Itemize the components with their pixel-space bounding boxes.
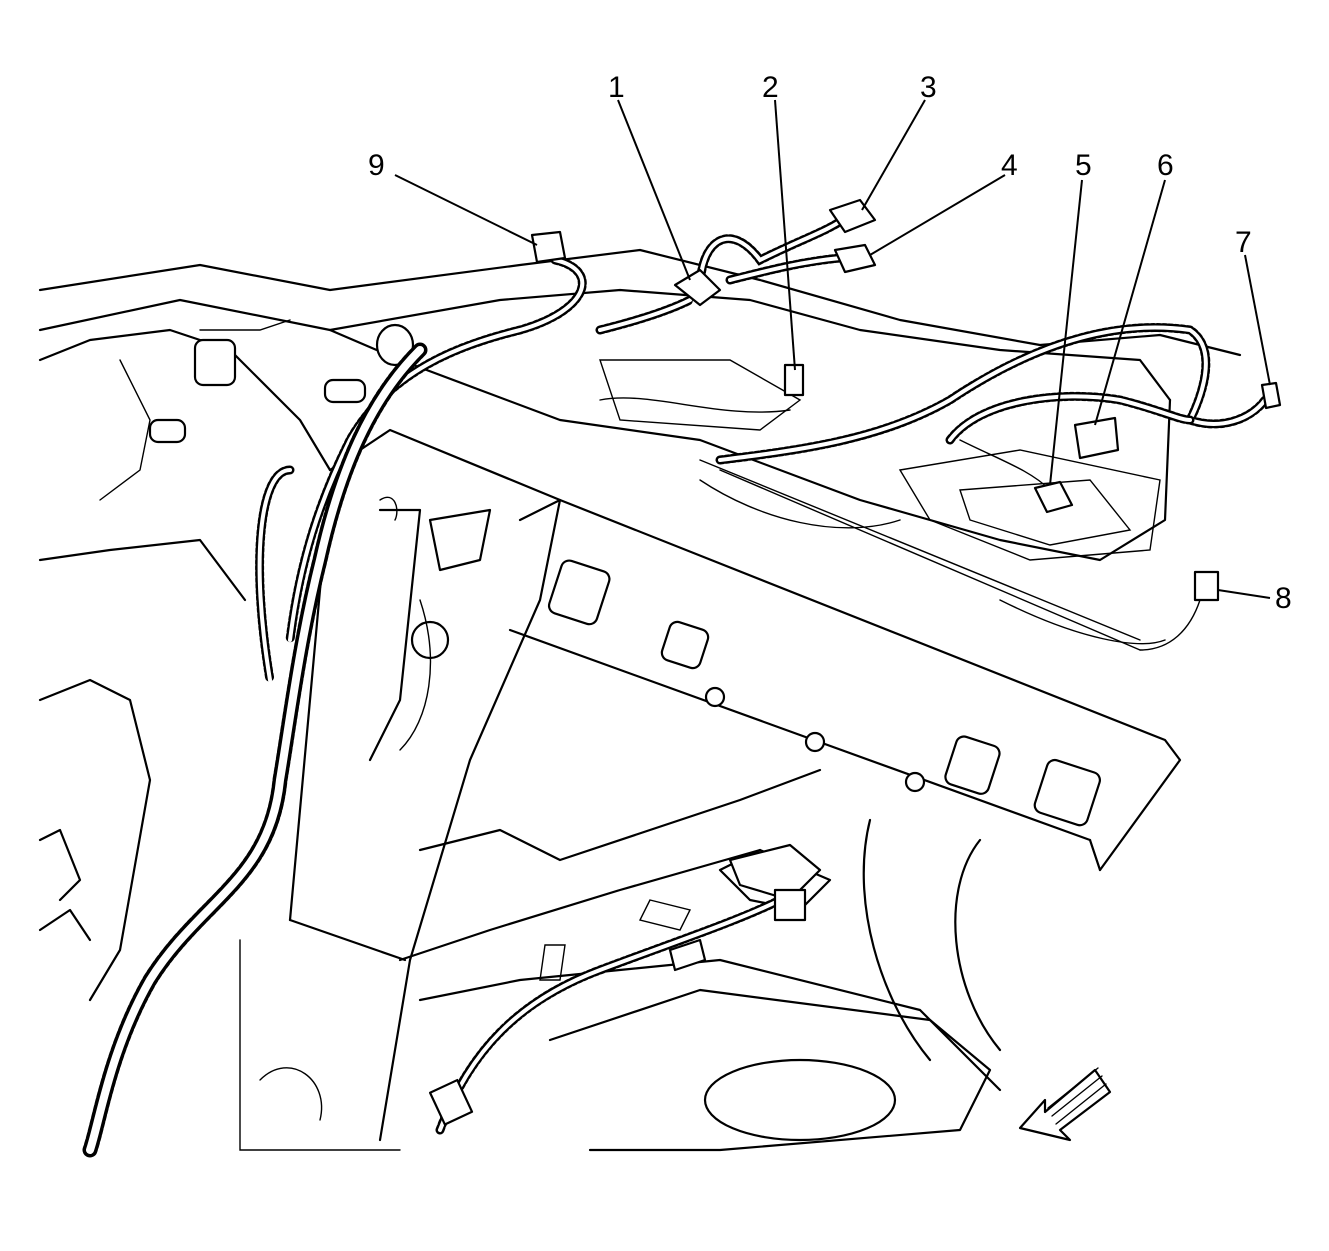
main-wiring-harness [255,213,1270,1135]
connector-8 [1193,570,1220,602]
rear-shelf-panel [38,248,1242,645]
callout-2: 2 [762,71,779,104]
callout-5: 5 [1075,149,1092,182]
rear-cross-member [508,498,1182,872]
leader-lines [394,99,1271,599]
connector-7 [1260,381,1282,410]
convoluted-conduit [82,342,428,1158]
callout-labels: 1 2 3 4 5 6 7 8 9 [368,71,1292,615]
connector-9 [530,230,567,264]
connector-4 [833,243,877,274]
callout-4: 4 [1001,149,1018,182]
module-6 [1073,416,1120,460]
callout-9: 9 [368,149,385,182]
module-5 [1033,480,1074,514]
connectors [428,198,1282,1126]
front-direction-arrow-icon [1018,1067,1112,1142]
callout-8: 8 [1275,582,1292,615]
callout-1: 1 [608,71,625,104]
callout-6: 6 [1157,149,1174,182]
callout-7: 7 [1235,226,1252,259]
callout-3: 3 [920,71,937,104]
left-quarter-panel [38,319,415,1002]
connector-1 [673,268,722,307]
